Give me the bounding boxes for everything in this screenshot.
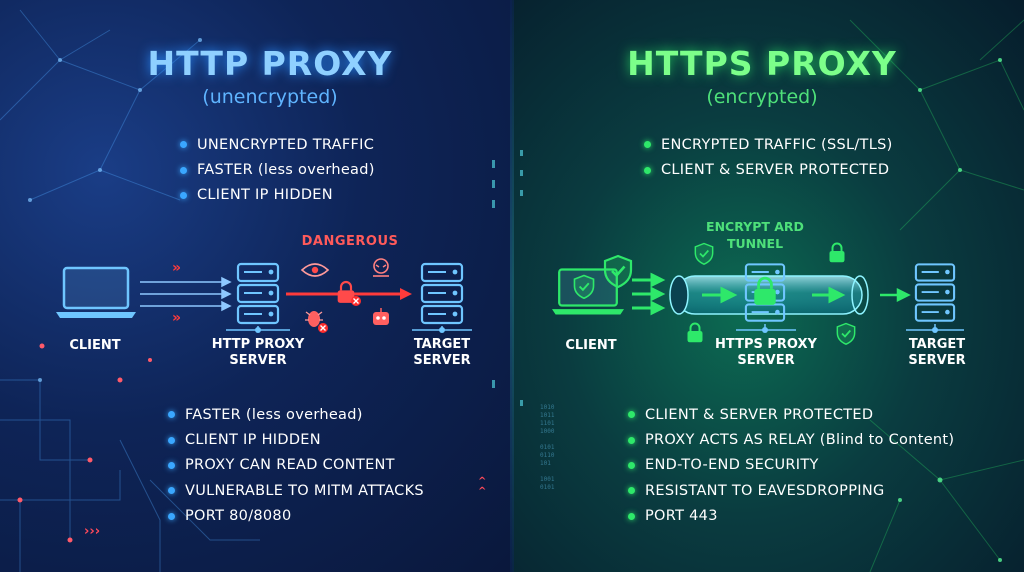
hacker-icon [373, 258, 389, 277]
https-target-server-icon [914, 263, 956, 322]
list-item: RESISTANT TO EAVESDROPPING [628, 478, 954, 503]
list-item: FASTER (less overhead) [168, 402, 424, 427]
http-bottom-feature-list: FASTER (less overhead) CLIENT IP HIDDEN … [168, 402, 424, 529]
shield-check-icon [603, 254, 633, 288]
list-item: PROXY CAN READ CONTENT [168, 453, 424, 478]
https-target-arrow [880, 287, 911, 303]
http-proxy-title: HTTP PROXY [147, 44, 393, 83]
bullet-icon [168, 461, 175, 469]
list-item: FASTER (less overhead) [180, 157, 375, 182]
padlock-icon [828, 242, 846, 263]
list-item: PORT 443 [628, 504, 954, 529]
chevron-right-icon: » [172, 310, 181, 326]
bullet-icon [628, 487, 635, 495]
bullet-icon [644, 166, 651, 174]
svg-text:^: ^ [478, 476, 486, 487]
list-item: CLIENT IP HIDDEN [180, 183, 375, 208]
danger-warning-label: DANGEROUS [301, 234, 399, 249]
https-top-feature-list: ENCRYPTED TRAFFIC (SSL/TLS) CLIENT & SER… [644, 132, 893, 183]
bullet-icon [180, 141, 187, 149]
http-top-feature-list: UNENCRYPTED TRAFFIC FASTER (less overhea… [180, 132, 375, 208]
broken-lock-icon [336, 280, 361, 306]
https-proxy-title: HTTPS PROXY [627, 44, 897, 83]
bullet-icon [168, 436, 175, 444]
bullet-icon [180, 191, 187, 199]
list-item: UNENCRYPTED TRAFFIC [180, 132, 375, 157]
bullet-icon [168, 487, 175, 495]
https-bottom-feature-list: CLIENT & SERVER PROTECTED PROXY ACTS AS … [628, 402, 954, 529]
list-item: END-TO-END SECURITY [628, 453, 954, 478]
http-traffic-arrows [140, 276, 232, 312]
bullet-icon [628, 512, 635, 520]
http-client-label: CLIENT [69, 338, 121, 353]
shield-check-icon [573, 274, 595, 299]
bullet-icon [628, 461, 635, 469]
list-item: ENCRYPTED TRAFFIC (SSL/TLS) [644, 132, 893, 157]
eye-icon [300, 263, 330, 277]
https-client-label: CLIENT [565, 338, 617, 353]
shield-check-icon [836, 322, 856, 345]
list-item: CLIENT & SERVER PROTECTED [644, 157, 893, 182]
bug-icon [305, 311, 328, 333]
svg-text:›››: ››› [84, 524, 100, 539]
bullet-icon [168, 512, 175, 520]
bullet-icon [628, 411, 635, 419]
panel-divider [510, 0, 514, 572]
list-item: VULNERABLE TO MITM ATTACKS [168, 478, 424, 503]
https-traffic-arrows [632, 272, 666, 316]
chevron-right-icon: » [172, 260, 181, 276]
list-item: PORT 80/8080 [168, 504, 424, 529]
list-item: CLIENT & SERVER PROTECTED [628, 402, 954, 427]
bullet-icon [168, 411, 175, 419]
padlock-icon [686, 322, 704, 343]
bullet-icon [628, 436, 635, 444]
robot-icon [373, 308, 389, 325]
http-proxy-subtitle: (unencrypted) [202, 86, 338, 108]
list-item: CLIENT IP HIDDEN [168, 427, 424, 452]
bullet-icon [180, 166, 187, 174]
svg-text:^: ^ [478, 486, 486, 497]
https-proxy-subtitle: (encrypted) [706, 86, 818, 108]
bullet-icon [644, 141, 651, 149]
list-item: PROXY ACTS AS RELAY (Blind to Content) [628, 427, 954, 452]
